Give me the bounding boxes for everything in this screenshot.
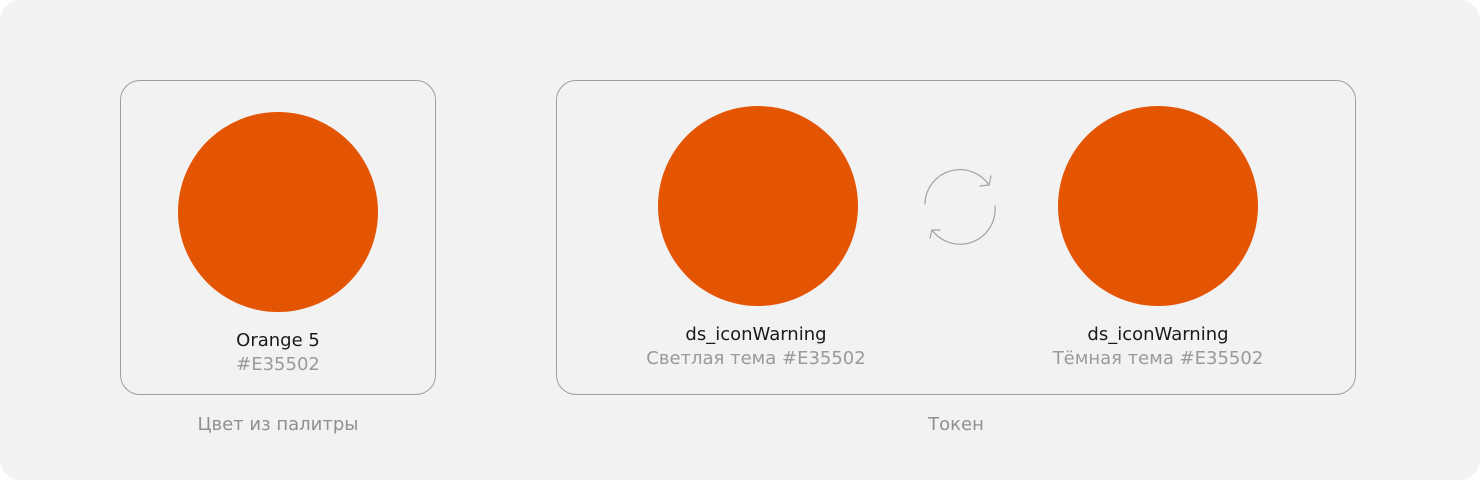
swap-arrows-icon <box>924 168 996 245</box>
token-caption: Токен <box>928 414 984 435</box>
palette-color-card <box>120 80 436 395</box>
token-light-swatch <box>658 106 858 306</box>
token-card <box>556 80 1356 395</box>
token-dark-name: ds_iconWarning <box>1087 324 1229 345</box>
palette-color-hex: #E35502 <box>236 354 320 375</box>
token-dark-description: Тёмная тема #E35502 <box>1052 348 1264 369</box>
token-light-description: Светлая тема #E35502 <box>646 348 866 369</box>
token-dark-swatch <box>1058 106 1258 306</box>
palette-color-name: Orange 5 <box>236 330 320 351</box>
palette-caption: Цвет из палитры <box>197 414 359 435</box>
token-light-name: ds_iconWarning <box>685 324 827 345</box>
palette-color-swatch <box>178 112 378 312</box>
